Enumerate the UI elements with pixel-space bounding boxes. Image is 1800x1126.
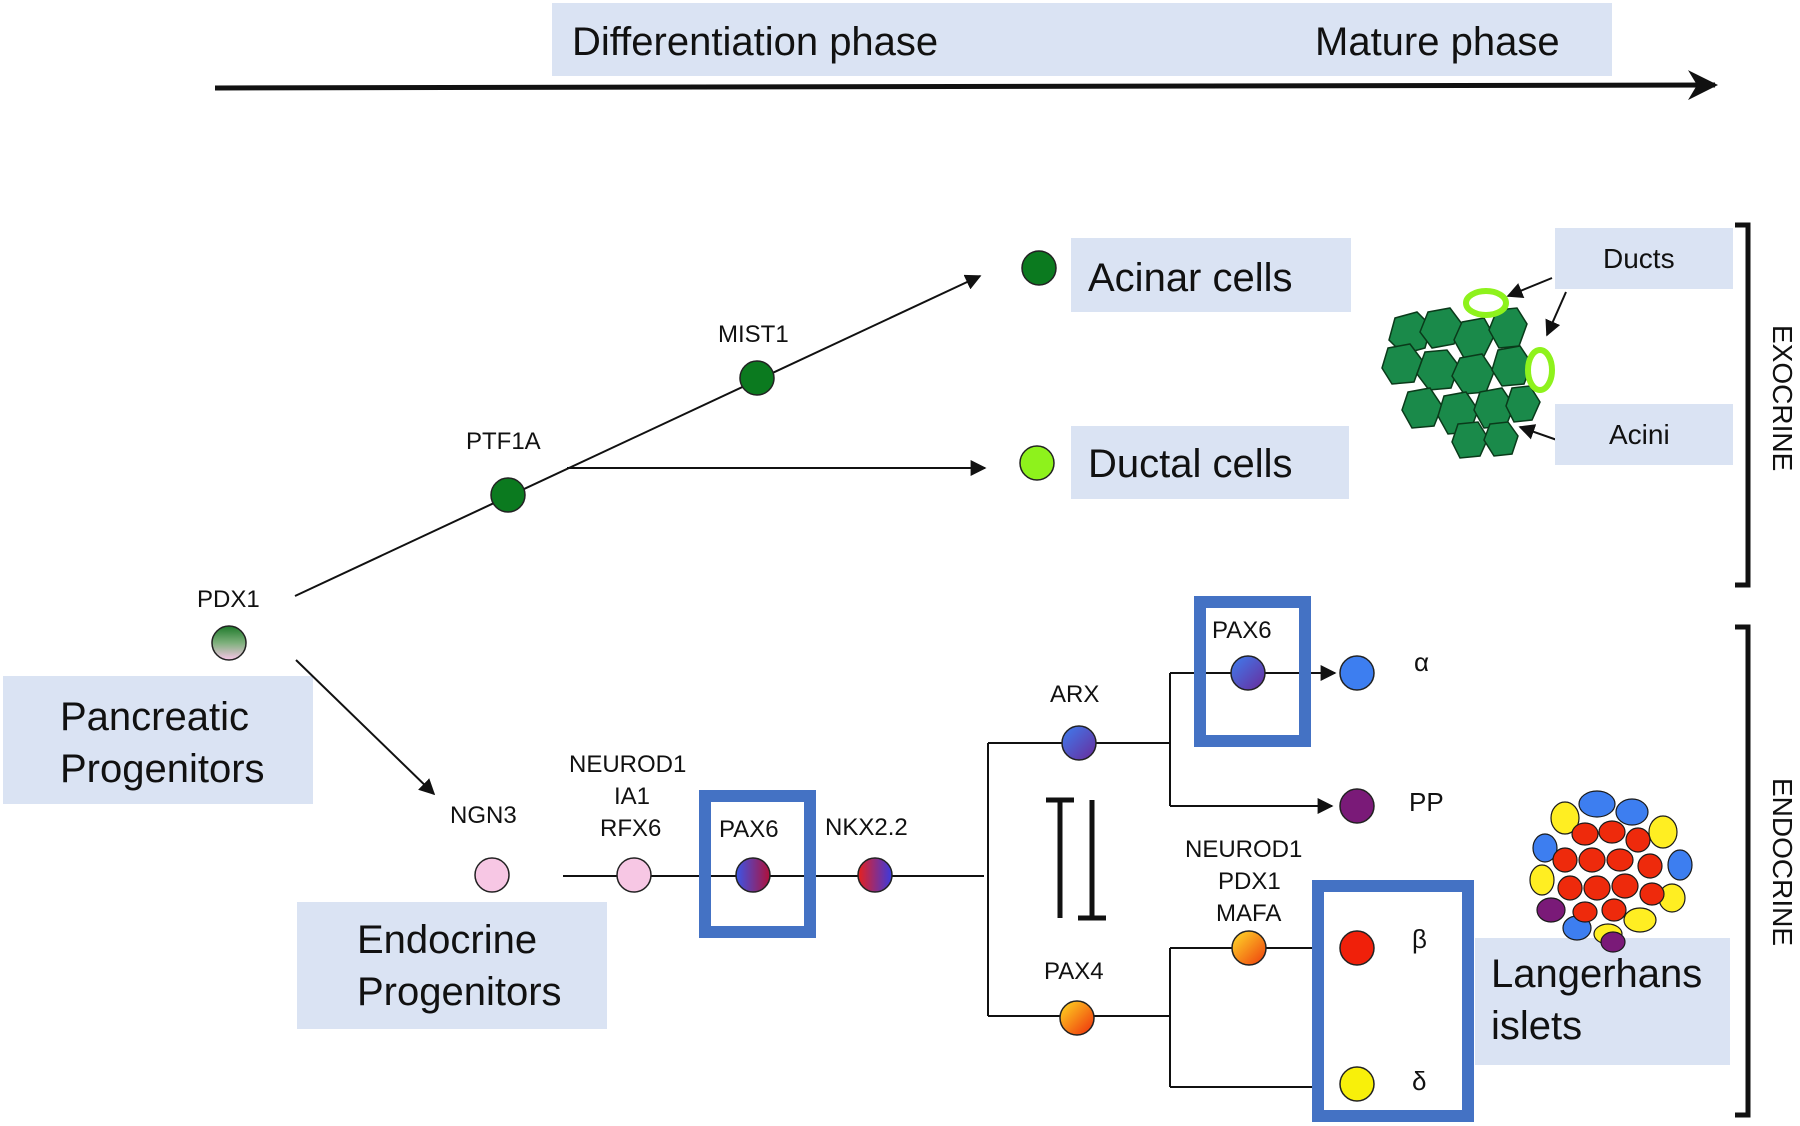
mafa-beta-label: MAFA <box>1216 900 1281 927</box>
rfx6-label: RFX6 <box>600 815 661 842</box>
islet-cluster-icon <box>1529 790 1693 953</box>
exocrine-bracket <box>1735 222 1751 588</box>
pax6-alpha-node <box>1230 655 1266 691</box>
acini-box <box>1555 404 1733 465</box>
arx-node <box>1061 725 1097 761</box>
endocrine-progenitors-box <box>297 902 607 1029</box>
endocrine-progenitors-line2: Progenitors <box>357 970 562 1014</box>
repression-pax4 <box>1078 800 1106 921</box>
mature-phase-label: Mature phase <box>1315 20 1560 64</box>
endocrine-bracket <box>1735 624 1751 1118</box>
ducts-pointer-2 <box>1545 291 1567 337</box>
beta-cell-label: β <box>1412 924 1427 954</box>
acinar-cells-box <box>1071 238 1351 312</box>
mist1-node <box>739 360 775 396</box>
alpha-cell-label: α <box>1414 647 1429 677</box>
pancreatic-progenitors-line2: Progenitors <box>60 747 265 791</box>
pax6-frame <box>699 790 816 938</box>
phase-banner <box>552 3 1612 76</box>
pp-cell-label: PP <box>1409 787 1444 817</box>
pax6-mid-label: PAX6 <box>719 816 779 843</box>
ngn3-label: NGN3 <box>450 802 517 829</box>
acini-cluster-icon <box>1381 288 1555 459</box>
ngn3-node <box>474 857 510 893</box>
langerhans-line2: islets <box>1491 1004 1582 1048</box>
mist1-label: MIST1 <box>718 321 789 348</box>
pax6-alpha-label: PAX6 <box>1212 617 1272 644</box>
ducts-label: Ducts <box>1603 243 1675 274</box>
ductal-cells-label: Ductal cells <box>1088 442 1293 486</box>
ducts-pointer-1 <box>1506 277 1553 298</box>
pp-cell-node <box>1339 788 1375 824</box>
exocrine-branch-line <box>294 274 982 597</box>
pdx1-label: PDX1 <box>197 586 260 613</box>
differentiation-phase-label: Differentiation phase <box>572 20 938 64</box>
pancreatic-progenitors-line1: Pancreatic <box>60 695 249 739</box>
arx-label: ARX <box>1050 681 1099 708</box>
acini-label: Acini <box>1609 419 1670 450</box>
acinar-cell-node <box>1021 250 1057 286</box>
repression-arx <box>1046 797 1074 918</box>
acinar-cells-label: Acinar cells <box>1088 256 1293 300</box>
nkx22-label: NKX2.2 <box>825 814 908 841</box>
neurod1-label: NEUROD1 <box>569 751 686 778</box>
beta-delta-frame <box>1312 880 1474 1122</box>
endocrine-progenitors-line1: Endocrine <box>357 918 537 962</box>
endocrine-side-label: ENDOCRINE <box>1767 778 1798 946</box>
langerhans-box <box>1475 938 1730 1065</box>
acini-pointer <box>1518 424 1558 441</box>
pax4-label: PAX4 <box>1044 958 1104 985</box>
neurod1-beta-label: NEUROD1 <box>1185 836 1302 863</box>
exocrine-side-label: EXOCRINE <box>1767 325 1798 471</box>
delta-cell-node <box>1339 1066 1375 1102</box>
ptf1a-label: PTF1A <box>466 428 541 455</box>
ductal-cell-node <box>1019 445 1055 481</box>
ia1-label: IA1 <box>614 783 650 810</box>
beta-tf-node <box>1231 930 1267 966</box>
pax4-node <box>1059 1000 1095 1036</box>
langerhans-line1: Langerhans <box>1491 952 1702 996</box>
beta-cell-node <box>1339 930 1375 966</box>
alpha-cell-node <box>1339 655 1375 691</box>
nkx22-node <box>857 857 893 893</box>
ptf1a-node <box>490 477 526 513</box>
pax6-mid-node <box>735 857 771 893</box>
ducts-box <box>1555 228 1733 289</box>
endocrine-branch-arrow <box>295 659 436 796</box>
pdx1-beta-label: PDX1 <box>1218 868 1281 895</box>
pax6-alpha-frame <box>1194 596 1311 747</box>
delta-cell-label: δ <box>1412 1066 1426 1096</box>
neurod1-node <box>616 857 652 893</box>
pancreatic-progenitors-box <box>3 676 313 804</box>
ductal-cells-box <box>1071 426 1349 499</box>
time-arrow <box>214 70 1718 101</box>
pdx1-node <box>211 625 247 661</box>
